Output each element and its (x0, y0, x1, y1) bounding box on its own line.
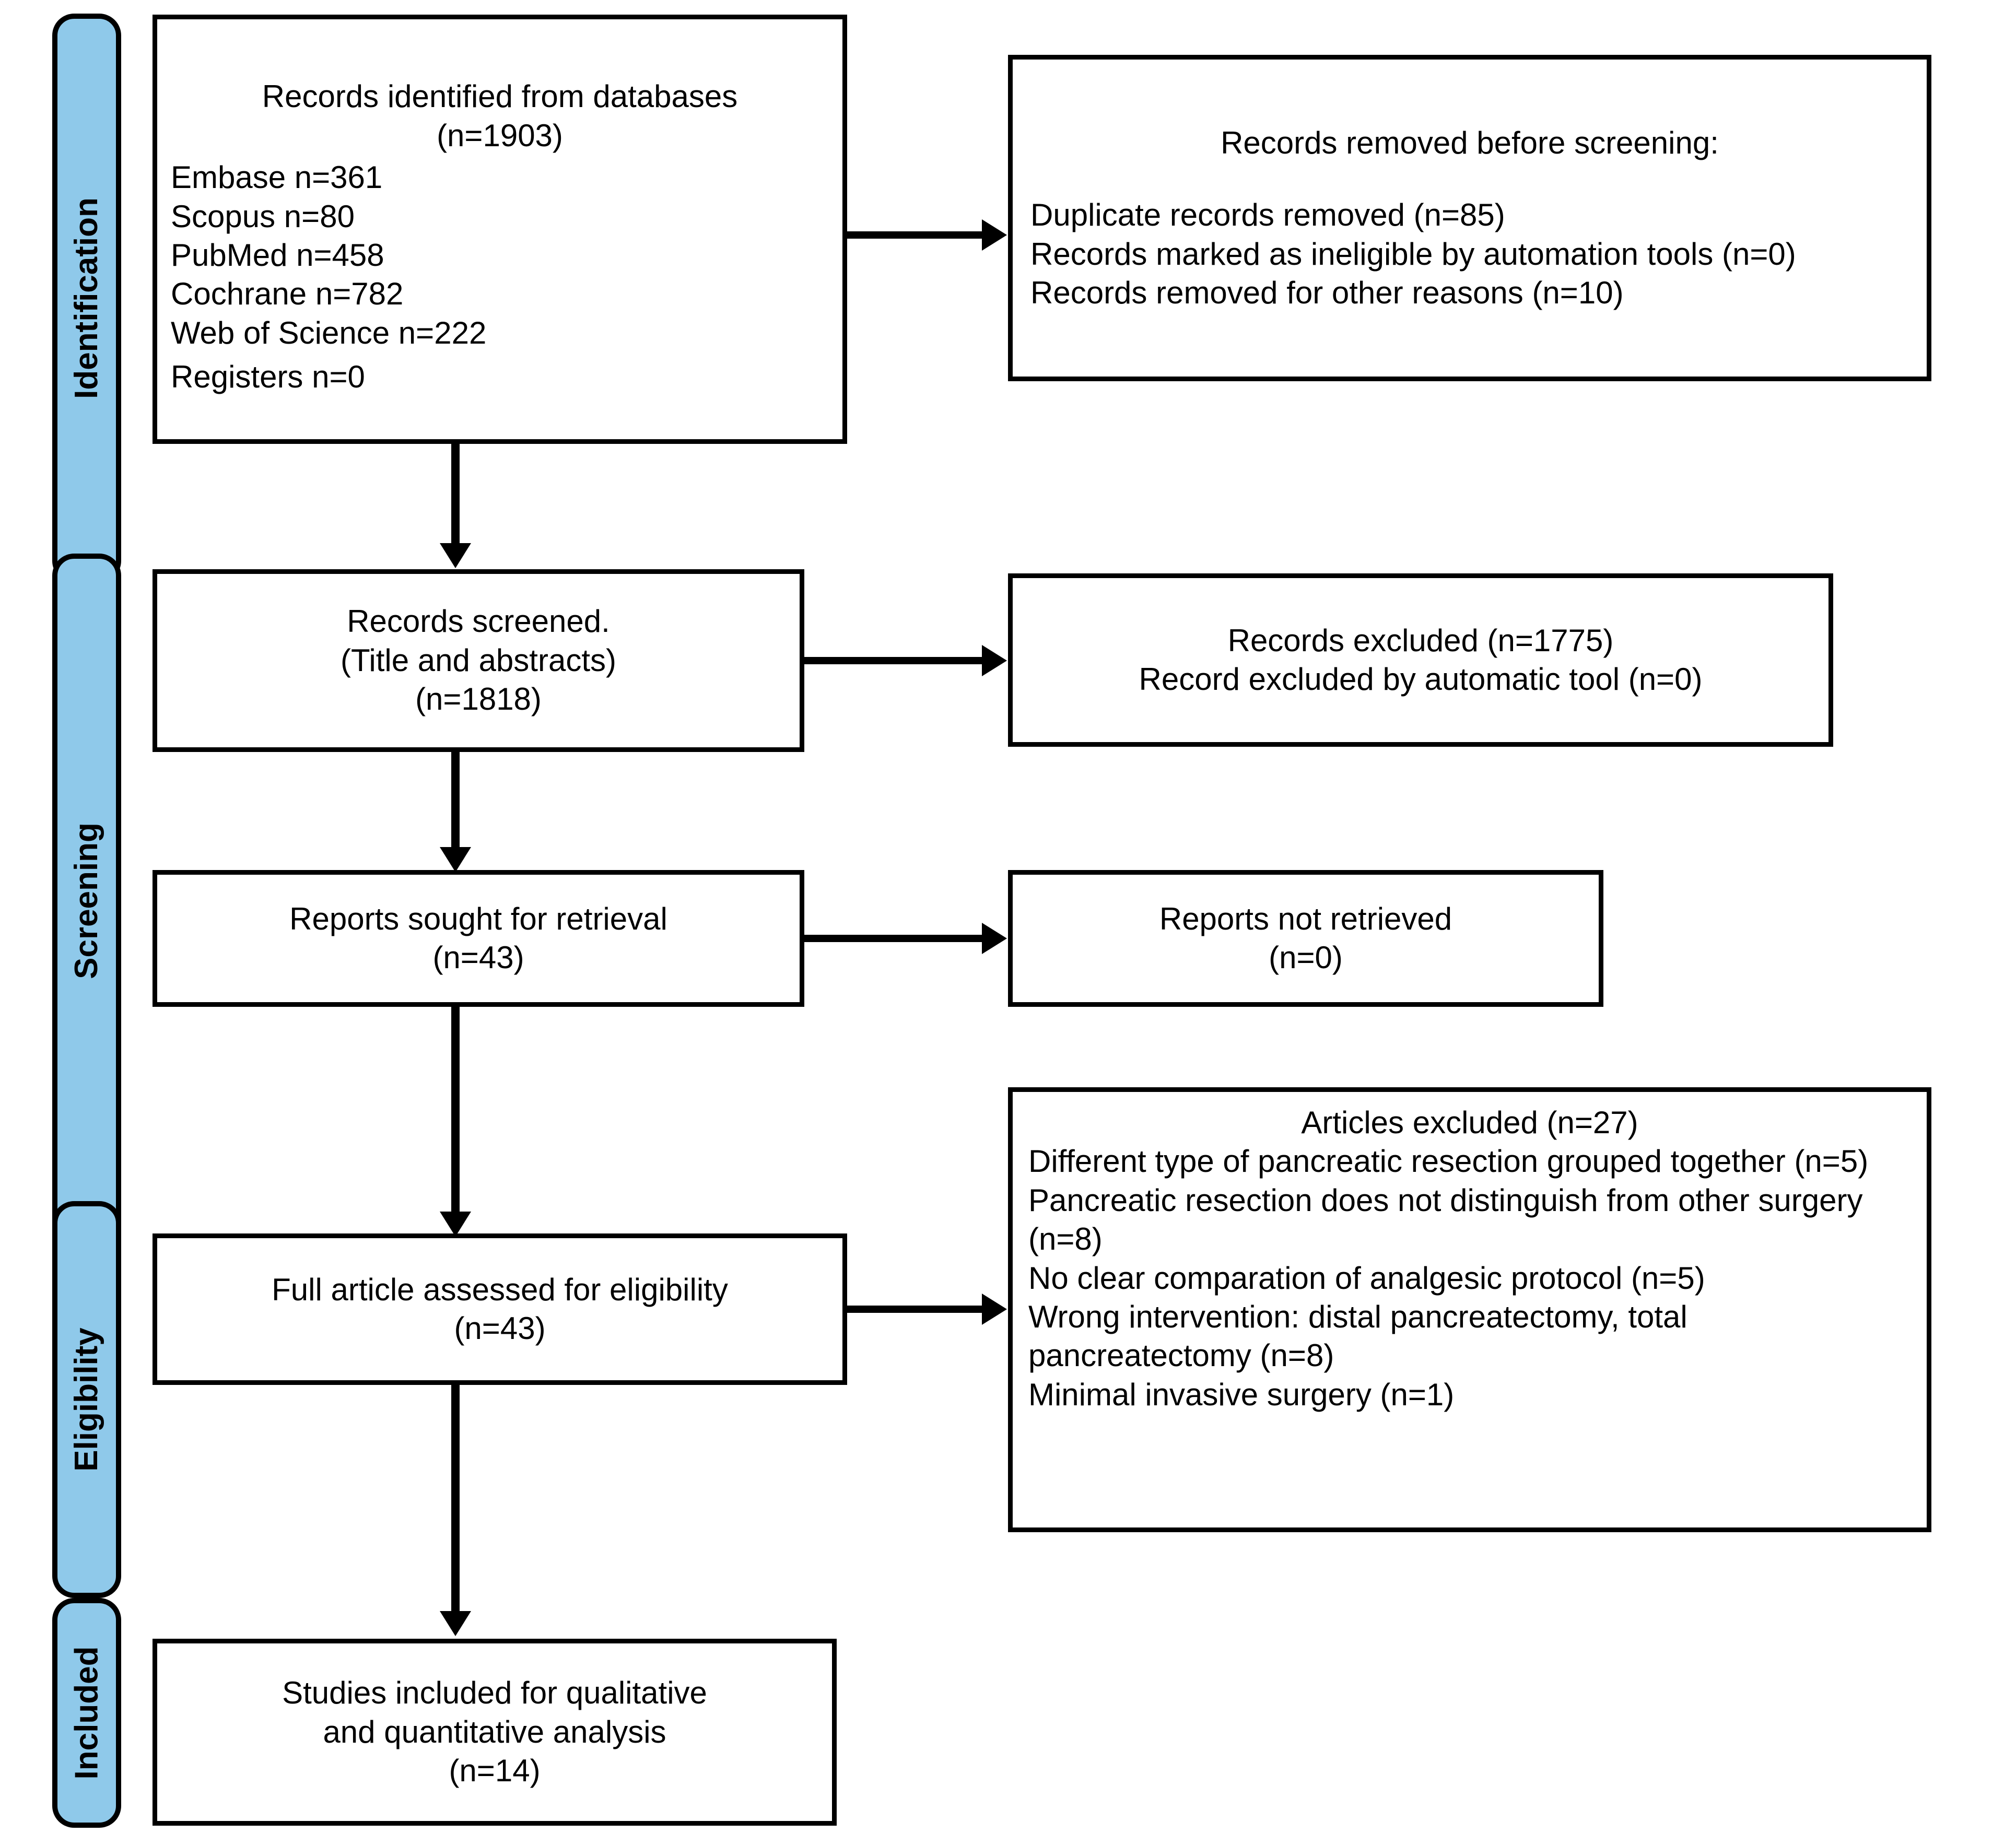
studies-included-line-2: and quantitative analysis (323, 1714, 666, 1749)
arrowhead-screened-to-sought (440, 847, 471, 872)
phase-screening: Screening (52, 554, 121, 1248)
records-screened-line-2: (Title and abstracts) (341, 642, 616, 678)
box-records-identified: Records identified from databases (n=190… (153, 15, 847, 444)
records-removed-heading: Records removed before screening: (1221, 125, 1719, 160)
records-identified-source-embase: Embase n=361 (171, 160, 383, 195)
connector-sought-to-not-retrieved (804, 935, 984, 942)
arrowhead-assessed-to-articles-excluded (982, 1294, 1007, 1325)
box-records-excluded: Records excluded (n=1775) Record exclude… (1008, 573, 1833, 747)
connector-identified-to-removed (847, 231, 984, 239)
articles-excluded-reason-4: Wrong intervention: distal pancreatectom… (1028, 1299, 1696, 1373)
records-identified-source-pubmed: PubMed n=458 (171, 238, 384, 273)
phase-included: Included (52, 1598, 121, 1828)
connector-sought-to-assessed (451, 1007, 460, 1216)
records-excluded-line-2: Record excluded by automatic tool (n=0) (1139, 662, 1703, 697)
studies-included-line-1: Studies included for qualitative (282, 1675, 707, 1711)
studies-included-line-3: (n=14) (449, 1753, 541, 1789)
box-records-screened: Records screened. (Title and abstracts) … (153, 569, 804, 752)
phase-identification-label: Identification (68, 197, 104, 399)
connector-screened-to-excluded (804, 657, 984, 664)
arrowhead-assessed-to-included (440, 1611, 471, 1636)
articles-excluded-heading: Articles excluded (n=27) (1301, 1105, 1638, 1140)
records-removed-duplicates: Duplicate records removed (n=85) (1030, 197, 1505, 233)
phase-eligibility-label: Eligibility (68, 1327, 104, 1472)
reports-not-retrieved-line-1: Reports not retrieved (1159, 901, 1452, 936)
records-excluded-line-1: Records excluded (n=1775) (1227, 622, 1614, 658)
records-identified-line-2: (n=1903) (437, 117, 563, 153)
box-reports-not-retrieved: Reports not retrieved (n=0) (1008, 870, 1603, 1007)
arrowhead-sought-to-assessed (440, 1212, 471, 1237)
records-screened-line-1: Records screened. (347, 604, 610, 639)
phase-eligibility: Eligibility (52, 1201, 121, 1598)
phase-included-label: Included (68, 1646, 104, 1780)
box-articles-excluded: Articles excluded (n=27) Different type … (1008, 1087, 1931, 1532)
connector-screened-to-sought (451, 752, 460, 851)
full-article-assessed-line-1: Full article assessed for eligibility (272, 1272, 728, 1307)
records-screened-line-3: (n=1818) (415, 681, 542, 717)
full-article-assessed-line-2: (n=43) (454, 1311, 546, 1346)
records-identified-source-cochrane: Cochrane n=782 (171, 276, 404, 312)
records-identified-source-registers: Registers n=0 (171, 359, 365, 395)
arrowhead-screened-to-excluded (982, 645, 1007, 676)
box-studies-included: Studies included for qualitative and qua… (153, 1639, 837, 1826)
records-identified-line-1: Records identified from databases (262, 79, 738, 114)
connector-assessed-to-included (451, 1385, 460, 1615)
arrowhead-identified-to-screened (440, 543, 471, 568)
records-removed-other: Records removed for other reasons (n=10) (1030, 275, 1624, 310)
records-identified-source-wos: Web of Science n=222 (171, 315, 487, 350)
phase-screening-label: Screening (68, 822, 104, 979)
reports-sought-line-1: Reports sought for retrieval (289, 901, 667, 936)
phase-identification: Identification (52, 14, 121, 583)
records-removed-spacer (1030, 162, 1909, 196)
articles-excluded-reason-2: Pancreatic resection does not distinguis… (1028, 1182, 1872, 1257)
reports-sought-line-2: (n=43) (432, 940, 524, 975)
box-records-removed: Records removed before screening: Duplic… (1008, 55, 1931, 381)
reports-not-retrieved-line-2: (n=0) (1269, 940, 1343, 975)
arrowhead-sought-to-not-retrieved (982, 923, 1007, 954)
articles-excluded-reason-3: No clear comparation of analgesic protoc… (1028, 1260, 1705, 1296)
articles-excluded-reason-1: Different type of pancreatic resection g… (1028, 1144, 1869, 1179)
box-reports-sought: Reports sought for retrieval (n=43) (153, 870, 804, 1007)
records-identified-source-scopus: Scopus n=80 (171, 198, 355, 234)
articles-excluded-reason-5: Minimal invasive surgery (n=1) (1028, 1377, 1455, 1412)
records-removed-automation: Records marked as ineligible by automati… (1030, 236, 1796, 272)
box-full-article-assessed: Full article assessed for eligibility (n… (153, 1233, 847, 1385)
connector-assessed-to-articles-excluded (847, 1306, 984, 1313)
connector-identified-to-screened (451, 444, 460, 546)
arrowhead-identified-to-removed (982, 219, 1007, 251)
